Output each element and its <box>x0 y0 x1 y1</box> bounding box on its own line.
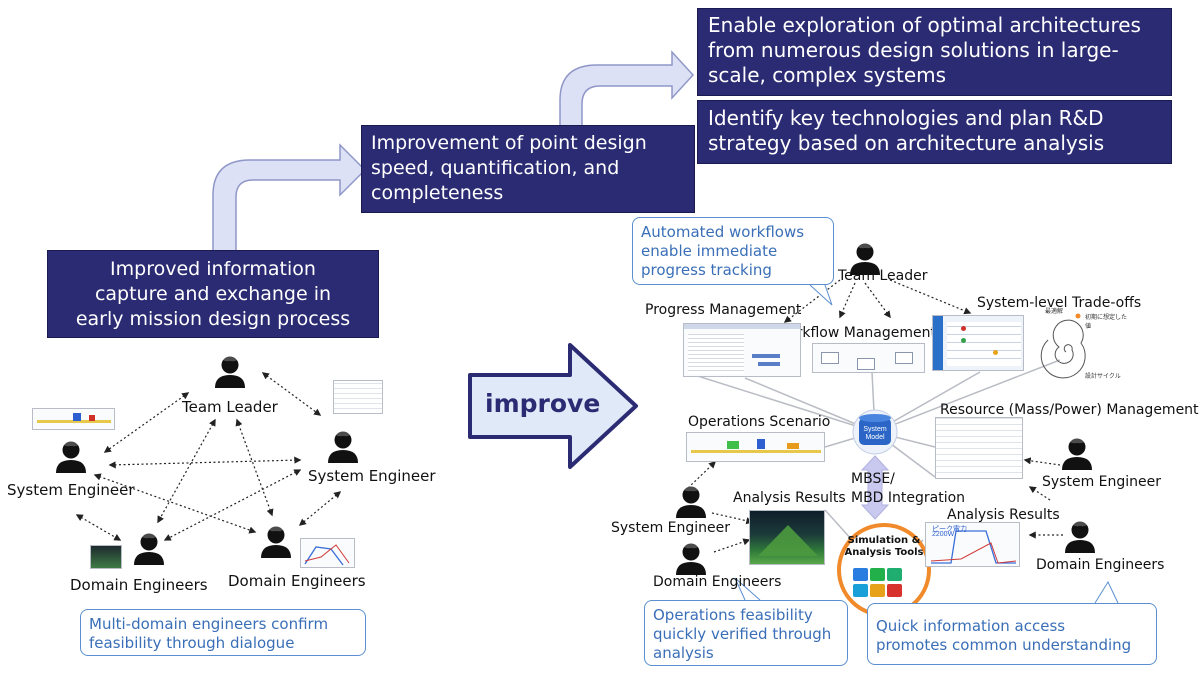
sim-tools-label: Simulation & Analysis Tools <box>844 535 924 558</box>
system-model-icon <box>852 409 898 455</box>
goal-architecture-exploration: Enable exploration of optimal architectu… <box>697 8 1172 96</box>
analysis-terrain-thumbnail <box>749 510 825 565</box>
right-callout-workflows: Automated workflows enable immediate pro… <box>632 217 834 285</box>
operations-scenario-label: Operations Scenario <box>688 414 831 430</box>
right-analysis-results-2-label: Analysis Results <box>947 507 1060 523</box>
left-table-thumbnail <box>333 380 383 414</box>
left-system-engineer-label: System Engineer <box>7 481 135 499</box>
right-analysis-results-1-label: Analysis Results <box>733 490 846 506</box>
left-domain-engineers-2-label: Domain Engineers <box>228 572 366 590</box>
tradeoffs-table-thumbnail <box>932 315 1024 371</box>
tradeoff-bottom-label: 設計サイクル <box>1085 374 1121 380</box>
operations-scenario-thumbnail <box>686 432 825 462</box>
left-timeline-thumbnail <box>32 408 115 430</box>
left-dialogue-arrows <box>75 372 342 541</box>
progress-arrow-lower <box>212 143 367 256</box>
progress-management-thumbnail <box>683 323 801 377</box>
mbse-integration-label: MBSE/ MBD Integration <box>851 471 966 506</box>
workflow-management-thumbnail <box>812 343 925 373</box>
resource-management-label: Resource (Mass/Power) Management <box>940 402 1199 418</box>
right-domain-engineers-1-label: Domain Engineers <box>653 574 782 590</box>
right-system-engineer-2-label: System Engineer <box>1042 474 1162 490</box>
tradeoffs-spiral-plot: 最適解 初期に想定した値 設計サイクル <box>1030 309 1130 382</box>
left-graph-thumbnail <box>300 538 355 568</box>
power-value: 2200W <box>932 531 955 538</box>
resource-management-thumbnail <box>935 417 1023 479</box>
left-terrain-thumbnail <box>90 545 122 569</box>
left-people <box>56 354 358 565</box>
tradeoffs-label: System-level Trade-offs <box>977 295 1142 311</box>
workflow-management-label: Workflow Management <box>775 325 936 341</box>
tradeoff-top-label: 最適解 <box>1045 309 1064 315</box>
right-domain-engineers-2-label: Domain Engineers <box>1036 557 1165 573</box>
improve-arrow <box>468 343 638 469</box>
goal-key-technologies: Identify key technologies and plan R&D s… <box>697 100 1172 164</box>
left-domain-engineers-1-label: Domain Engineers <box>70 576 208 594</box>
system-model-label: System Model <box>863 426 887 441</box>
right-system-engineer-1-label: System Engineer <box>611 520 731 536</box>
right-team-leader-label: Team Leader <box>838 268 928 284</box>
sim-tool-icons <box>853 568 902 597</box>
progress-arrow-upper <box>559 50 695 133</box>
mbse-double-arrow <box>860 455 890 520</box>
left-callout-dialogue: Multi-domain engineers confirm feasibili… <box>80 609 366 656</box>
left-system-engineer-2-label: System Engineer <box>308 467 436 485</box>
progress-management-label: Progress Management <box>645 302 802 318</box>
goal-point-design: Improvement of point design speed, quant… <box>361 125 695 213</box>
goal-information-capture: Improved information capture and exchang… <box>47 250 379 338</box>
analysis-power-thumbnail: ピーク電力 2200W <box>925 522 1020 567</box>
power-label: ピーク電力 <box>932 526 967 533</box>
left-team-leader-label: Team Leader <box>182 398 278 416</box>
tradeoff-right-label: 初期に想定した値 <box>1085 315 1128 330</box>
improve-label: improve <box>485 389 601 418</box>
right-dotted-arrows <box>687 279 1063 553</box>
right-callout-access: Quick information access promotes common… <box>867 603 1157 665</box>
right-callout-operations: Operations feasibility quickly verified … <box>644 600 848 666</box>
